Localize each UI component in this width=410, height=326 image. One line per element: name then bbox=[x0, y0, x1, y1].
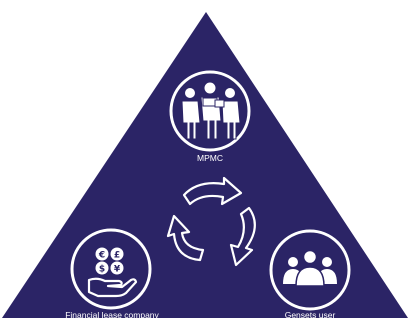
svg-text:£: £ bbox=[114, 251, 120, 261]
people-with-documents-icon bbox=[181, 81, 241, 140]
svg-text:¥: ¥ bbox=[114, 265, 121, 275]
user-icon-ring bbox=[269, 229, 351, 311]
user-group-icon bbox=[283, 249, 337, 287]
lessor-icon-ring bbox=[70, 228, 152, 310]
node-financial-lease-company: € £ $ ¥ Financial lease company bbox=[65, 228, 160, 320]
svg-text:€: € bbox=[98, 251, 105, 261]
cycle-arrows-icon bbox=[166, 176, 256, 267]
svg-text:$: $ bbox=[99, 265, 105, 275]
triangle-background bbox=[2, 12, 408, 318]
hand-with-currency-coins-icon: € £ $ ¥ bbox=[87, 247, 138, 298]
node-label-financial-lease-company: Financial lease company bbox=[65, 310, 159, 320]
node-gensets-user: Gensets user bbox=[269, 229, 351, 320]
node-label-mpmc: MPMC bbox=[197, 153, 223, 163]
node-mpmc: MPMC bbox=[169, 70, 251, 163]
node-label-gensets-user: Gensets user bbox=[285, 310, 336, 320]
mpmc-icon-ring bbox=[169, 70, 251, 152]
